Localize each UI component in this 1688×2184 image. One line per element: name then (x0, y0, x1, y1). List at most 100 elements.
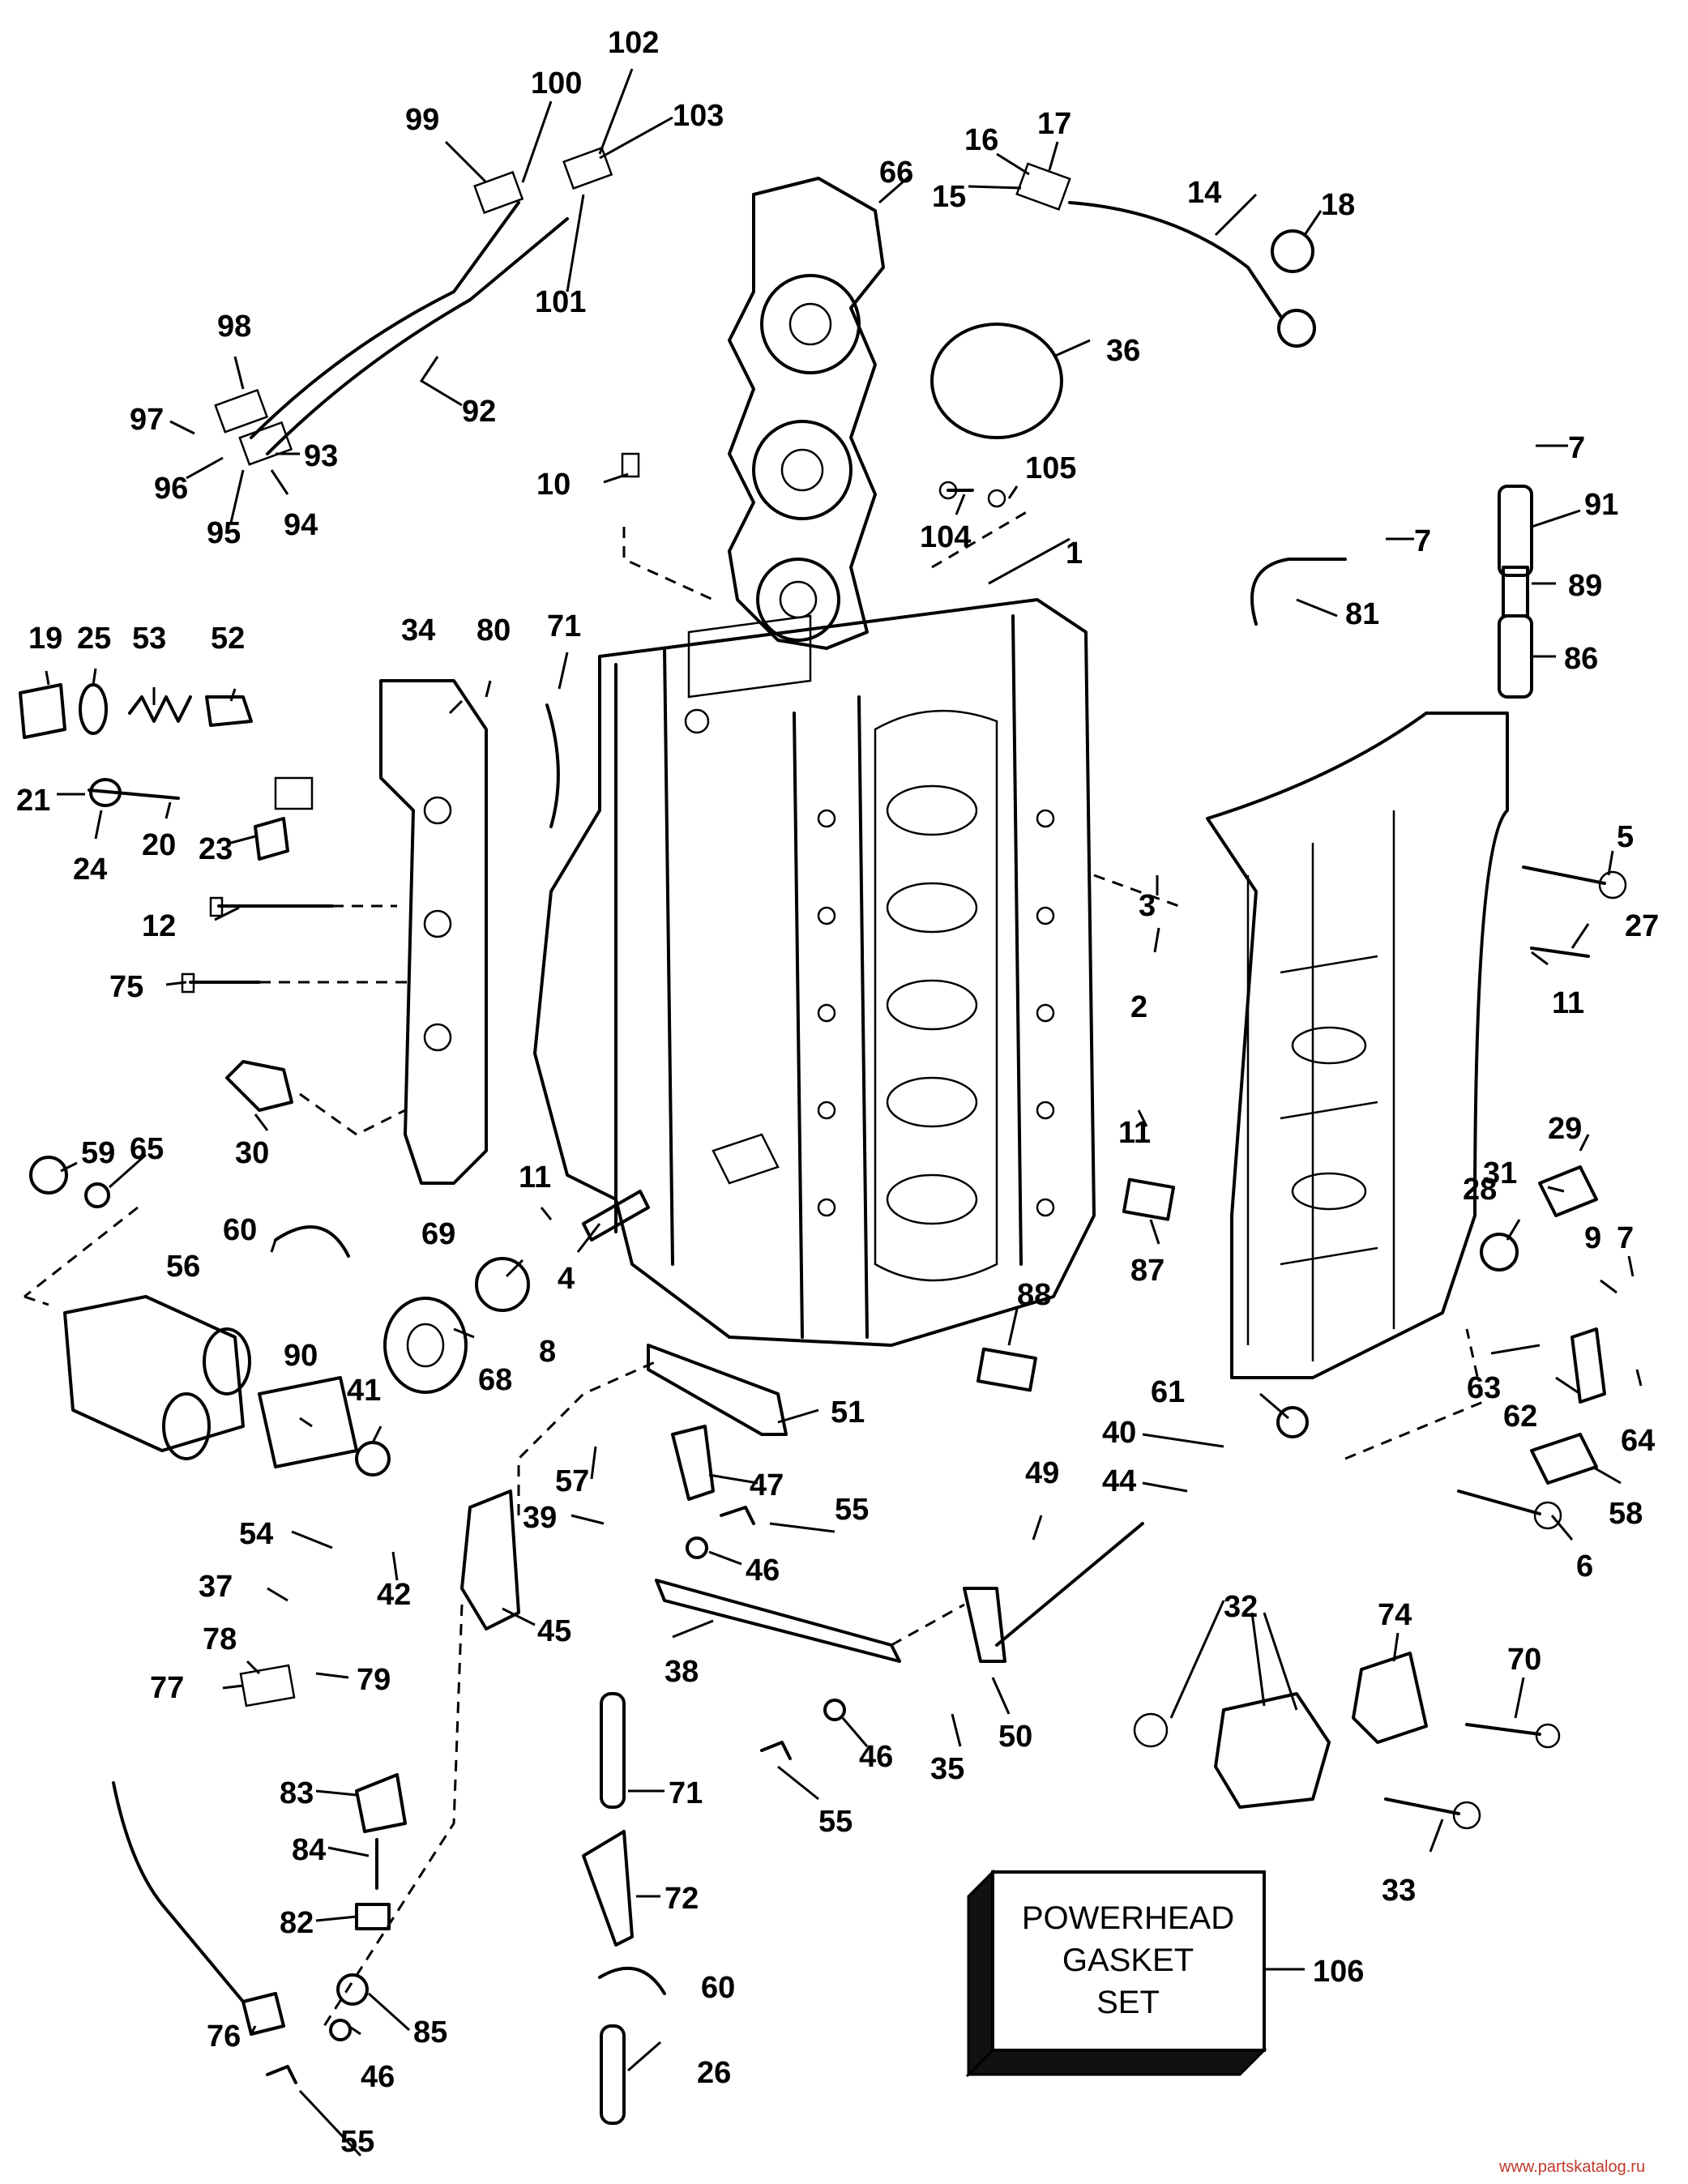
part-label-7a: 7 (1568, 431, 1585, 465)
part-label-6: 6 (1576, 1549, 1593, 1584)
part-label-47: 47 (750, 1468, 784, 1502)
sleeve-90 (258, 1376, 358, 1468)
crankcase-cover (1206, 712, 1509, 1379)
part-label-15: 15 (932, 180, 966, 214)
link-38 (655, 1579, 901, 1663)
hose-26 (600, 2024, 626, 2125)
o-ring-65 (84, 1182, 110, 1208)
part-label-9: 9 (1584, 1221, 1601, 1255)
part-label-7c: 7 (1617, 1221, 1634, 1255)
part-label-54: 54 (239, 1517, 273, 1551)
part-label-72: 72 (665, 1882, 699, 1916)
part-label-32: 32 (1224, 1590, 1258, 1624)
bolt-104 (938, 481, 974, 500)
pin-87 (1122, 1177, 1176, 1221)
clamp-41 (355, 1441, 391, 1477)
part-label-79: 79 (357, 1663, 391, 1697)
switch-76 (112, 1781, 285, 2036)
part-label-24: 24 (73, 853, 107, 887)
plug-10 (621, 452, 640, 478)
clip-55c (266, 2065, 297, 2084)
fitting-28 (1480, 1233, 1519, 1272)
fitting-58 (1530, 1433, 1598, 1485)
bracket-31 (1538, 1165, 1598, 1217)
leader-lines (45, 68, 1643, 2157)
part-label-74: 74 (1378, 1598, 1412, 1632)
washer-25 (79, 683, 108, 735)
exhaust-cover (379, 679, 488, 1185)
part-label-58: 58 (1609, 1497, 1643, 1531)
part-label-21: 21 (16, 784, 50, 818)
part-label-76: 76 (207, 2019, 241, 2054)
part-label-46b: 46 (859, 1740, 893, 1774)
part-label-64: 64 (1621, 1424, 1655, 1458)
part-label-37: 37 (199, 1570, 233, 1604)
part-label-10: 10 (536, 468, 571, 502)
starter-motor-56 (63, 1295, 251, 1460)
part-label-101: 101 (535, 285, 586, 319)
part-label-69: 69 (421, 1217, 455, 1251)
part-label-100: 100 (531, 66, 582, 100)
bolt-6 (1457, 1489, 1562, 1530)
part-label-27: 27 (1625, 909, 1659, 943)
bolt-5 (1522, 865, 1627, 900)
fitting-85 (336, 1973, 369, 2006)
rod-49 (995, 1522, 1144, 1647)
part-label-71b: 71 (669, 1776, 703, 1810)
part-label-78: 78 (203, 1622, 237, 1656)
part-label-60b: 60 (701, 1971, 735, 2005)
part-label-38: 38 (665, 1655, 699, 1689)
part-label-89: 89 (1568, 569, 1602, 603)
part-label-86: 86 (1564, 642, 1598, 676)
part-label-88: 88 (1017, 1278, 1051, 1312)
part-label-17: 17 (1037, 107, 1071, 141)
pin-88 (976, 1347, 1037, 1392)
hose-71a (545, 703, 560, 828)
wire-harness (214, 146, 613, 466)
part-label-77: 77 (150, 1671, 184, 1705)
mount-74 (1352, 1652, 1428, 1744)
part-label-28: 28 (1463, 1173, 1497, 1207)
part-label-30: 30 (235, 1136, 269, 1170)
part-label-11c: 11 (1552, 986, 1584, 1020)
part-label-20: 20 (142, 828, 176, 862)
nut-61 (1276, 1406, 1309, 1438)
clip-23 (254, 817, 289, 861)
part-label-23: 23 (199, 832, 233, 866)
bracket-45 (460, 1489, 520, 1631)
cap-19 (19, 683, 66, 739)
block-82 (355, 1903, 391, 1930)
part-label-46c: 46 (361, 2060, 395, 2094)
part-label-61: 61 (1151, 1375, 1185, 1409)
part-label-87: 87 (1130, 1254, 1165, 1288)
clip-55a (720, 1506, 755, 1525)
part-label-97: 97 (130, 403, 164, 437)
hose-86 (1498, 614, 1533, 699)
part-label-11b: 11 (519, 1160, 551, 1195)
part-label-57: 57 (555, 1464, 589, 1498)
part-label-36: 36 (1106, 334, 1140, 368)
part-label-3: 3 (1139, 889, 1156, 923)
part-label-42: 42 (377, 1578, 411, 1612)
part-label-90: 90 (284, 1339, 318, 1373)
part-labels: 1 2 3 4 5 6 7 7 7 8 9 10 11 11 11 12 14 … (16, 26, 1659, 2159)
part-label-44: 44 (1102, 1464, 1136, 1498)
part-label-55a: 55 (835, 1493, 869, 1527)
part-label-4: 4 (558, 1262, 575, 1296)
part-label-85: 85 (413, 2015, 447, 2049)
part-label-83: 83 (280, 1776, 314, 1810)
part-label-33: 33 (1382, 1874, 1416, 1908)
gasket-set-line1: POWERHEAD (1022, 1900, 1234, 1936)
spring-53 (128, 695, 192, 723)
part-label-81: 81 (1345, 597, 1379, 631)
grommet-68 (383, 1297, 468, 1394)
bolt-70 (1465, 1723, 1561, 1749)
part-label-84: 84 (292, 1833, 326, 1867)
fitting-72 (582, 1830, 634, 1947)
fitting-4 (582, 1190, 650, 1242)
part-label-96: 96 (154, 472, 188, 506)
part-label-60a: 60 (223, 1213, 257, 1247)
part-label-99: 99 (405, 103, 439, 137)
connector-78 (239, 1664, 296, 1707)
